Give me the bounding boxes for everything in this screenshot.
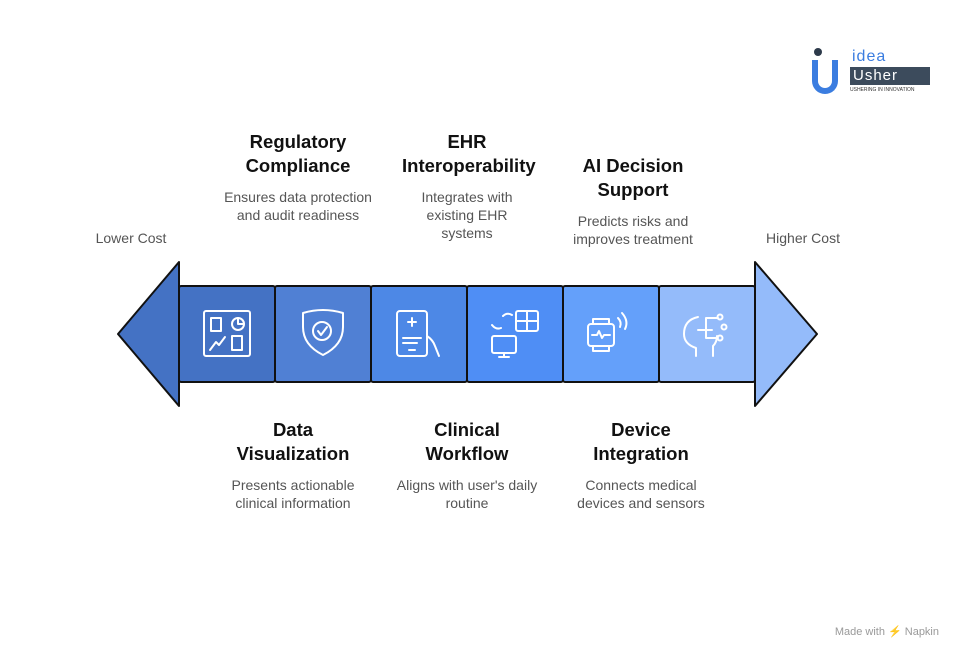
left-arrowhead xyxy=(117,261,180,407)
tablet-medical-icon xyxy=(396,310,440,357)
stage-title: Clinical Workflow xyxy=(425,419,509,464)
stage-description: Connects medical devices and sensors xyxy=(577,477,705,511)
stage-box xyxy=(466,285,564,383)
idea-usher-logo: idea Usher USHERING IN INNOVATION xyxy=(812,48,930,96)
shield-check-icon xyxy=(302,309,344,356)
stage-description: Predicts risks and improves treatment xyxy=(573,213,693,247)
made-with-napkin: Made with ⚡ Napkin xyxy=(834,626,939,638)
right-arrowhead xyxy=(754,261,818,407)
stage-box xyxy=(274,285,372,383)
stage-box xyxy=(370,285,468,383)
stage-box xyxy=(178,285,276,383)
lower-cost-label: Lower Cost xyxy=(95,230,167,246)
stage-title: Regulatory Compliance xyxy=(245,131,351,176)
dashboard-icon xyxy=(203,310,251,357)
higher-cost-label: Higher Cost xyxy=(766,230,840,246)
stage-title: EHR Interoperability xyxy=(402,131,536,176)
stage-title: Device Integration xyxy=(593,419,689,464)
data-exchange-icon xyxy=(491,310,539,358)
ai-head-icon xyxy=(683,313,728,357)
stage-description: Presents actionable clinical information xyxy=(231,477,355,511)
stage-description: Integrates with existing EHR systems xyxy=(421,189,513,241)
stage-title: Data Visualization xyxy=(236,419,350,464)
stage-title: AI Decision Support xyxy=(582,155,684,200)
stage-box xyxy=(562,285,660,383)
stage-description: Aligns with user's daily routine xyxy=(396,477,538,511)
smartwatch-icon xyxy=(587,312,628,352)
stage-description: Ensures data protection and audit readin… xyxy=(224,189,372,223)
